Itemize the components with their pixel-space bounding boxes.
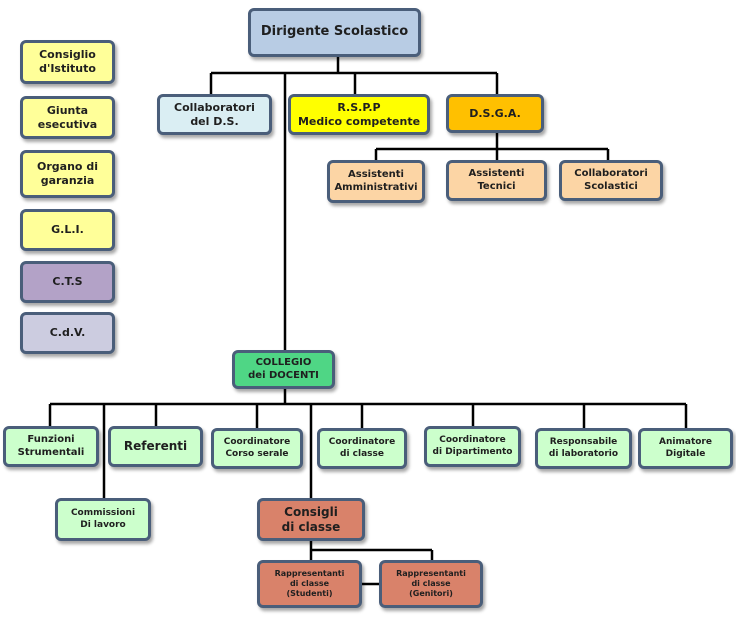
node-consigli-classe: Consigli di classe: [257, 498, 365, 541]
node-funzioni-strumentali: Funzioni Strumentali: [3, 426, 99, 467]
node-rappresentanti-studenti: Rappresentanti di classe (Studenti): [257, 560, 362, 608]
node-referenti: Referenti: [108, 426, 203, 467]
node-cdv: C.d.V.: [20, 312, 115, 354]
node-assistenti-amministrativi: Assistenti Amministrativi: [327, 160, 425, 203]
node-gli: G.L.I.: [20, 209, 115, 251]
node-dirigente-scolastico: Dirigente Scolastico: [248, 8, 421, 57]
node-collegio-docenti: COLLEGIO dei DOCENTI: [232, 350, 335, 389]
node-coordinatore-classe: Coordinatore di classe: [317, 428, 407, 469]
node-collaboratori-ds: Collaboratori del D.S.: [157, 94, 272, 135]
node-cts: C.T.S: [20, 261, 115, 303]
node-collaboratori-scolastici: Collaboratori Scolastici: [559, 160, 663, 201]
node-assistenti-tecnici: Assistenti Tecnici: [446, 160, 547, 201]
node-organo-garanzia: Organo di garanzia: [20, 150, 115, 198]
node-responsabile-laboratorio: Responsabile di laboratorio: [535, 428, 632, 469]
node-rspp: R.S.P.P Medico competente: [288, 94, 430, 135]
node-consiglio-istituto: Consiglio d'Istituto: [20, 40, 115, 84]
node-giunta-esecutiva: Giunta esecutiva: [20, 96, 115, 139]
node-coordinatore-dipartimento: Coordinatore di Dipartimento: [424, 426, 521, 467]
node-animatore-digitale: Animatore Digitale: [638, 428, 733, 469]
node-rappresentanti-genitori: Rappresentanti di classe (Genitori): [379, 560, 483, 608]
node-commissioni-lavoro: Commissioni Di lavoro: [55, 498, 151, 541]
node-dsga: D.S.G.A.: [446, 94, 544, 133]
node-coordinatore-corso-serale: Coordinatore Corso serale: [211, 428, 303, 469]
